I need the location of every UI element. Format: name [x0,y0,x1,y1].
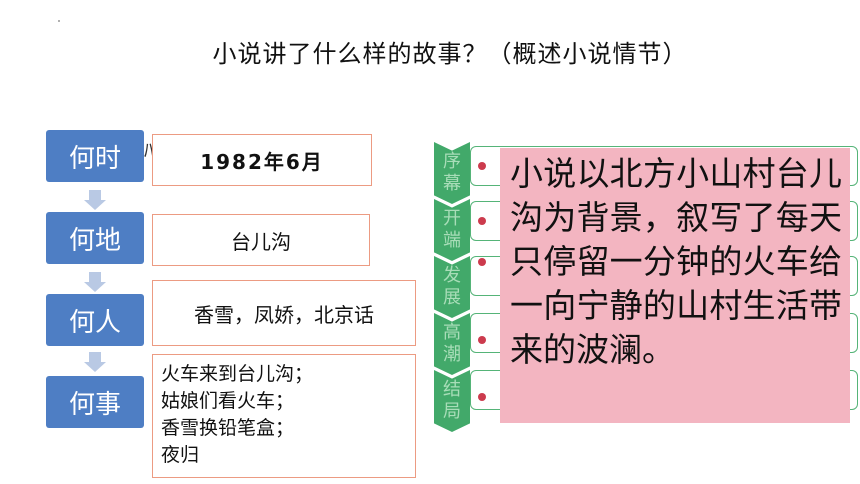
event-line: 火车来到台儿沟； [161,363,314,385]
down-arrow-icon [84,190,106,212]
bullet-icon [478,258,486,266]
plot-summary: 小说以北方小山村台儿沟为背景，叙写了每天只停留一分钟的火车给一向宁静的山村生活带… [500,148,850,423]
event-line: 香雪换铅笔盒； [161,417,295,439]
down-arrow-icon [84,272,106,294]
stage-development: 发展 [434,256,470,318]
hidden-text-fragment: ﾊ [144,138,154,162]
down-arrow-icon [84,352,106,374]
bullet-icon [478,336,486,344]
stage-climax: 高潮 [434,313,470,375]
stage-prologue: 序幕 [434,142,470,204]
answer-where: 台儿沟 [152,214,370,266]
slide-title: 小说讲了什么样的故事？（概述小说情节） [212,40,688,68]
question-where: 何地 [46,212,144,264]
question-what: 何事 [46,376,144,428]
bullet-icon [478,393,486,401]
decorative-dot [58,20,60,22]
stage-beginning: 开端 [434,199,470,261]
question-who: 何人 [46,294,144,346]
answer-when: 1982年6月 [152,134,372,186]
event-line: 姑娘们看火车； [161,390,295,412]
stage-ending: 结局 [434,370,470,432]
answer-what: 火车来到台儿沟； 姑娘们看火车； 香雪换铅笔盒； 夜归 [152,354,416,478]
bullet-icon [478,217,486,225]
answer-who: 香雪，凤娇，北京话 [152,280,416,346]
event-line: 夜归 [161,444,200,466]
question-when: 何时 [46,130,144,182]
bullet-icon [478,162,486,170]
